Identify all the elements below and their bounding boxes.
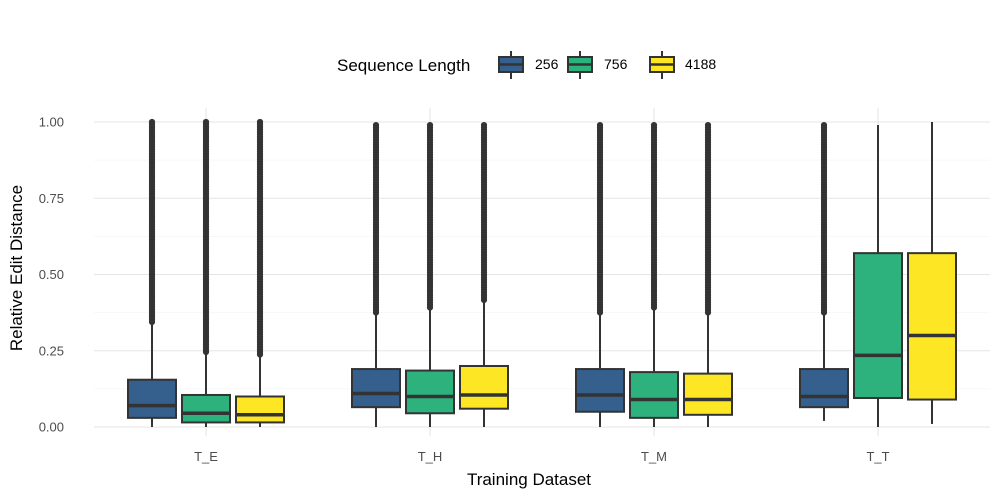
- box-T_E-256: [127, 118, 177, 427]
- box-T_T-756: [853, 125, 903, 427]
- box-iqr: [683, 372, 733, 416]
- x-axis-title: Training Dataset: [467, 470, 591, 489]
- outlier-points: [426, 121, 434, 311]
- legend: Sequence Length 256 756 4188: [337, 51, 716, 79]
- boxes: [127, 118, 957, 427]
- box-T_H-756: [405, 121, 455, 427]
- x-tick-label: T_H: [418, 449, 443, 464]
- box-T_E-756: [181, 118, 231, 427]
- y-axis-ticks: 0.00 0.25 0.50 0.75 1.00: [39, 115, 64, 435]
- outlier-points: [372, 121, 380, 316]
- box-iqr: [799, 368, 849, 409]
- y-tick-label: 0.25: [39, 343, 64, 358]
- box-iqr: [629, 371, 679, 419]
- legend-title: Sequence Length: [337, 56, 470, 75]
- box-iqr: [351, 368, 401, 409]
- box-T_H-4188: [459, 121, 509, 427]
- box-T_M-756: [629, 121, 679, 427]
- box-T_M-256: [575, 121, 625, 427]
- y-tick-label: 0.50: [39, 267, 64, 282]
- outlier-points: [596, 121, 604, 316]
- y-tick-label: 0.75: [39, 191, 64, 206]
- legend-label: 4188: [685, 56, 716, 72]
- box-T_H-256: [351, 121, 401, 427]
- box-iqr: [181, 393, 231, 424]
- box-T_E-4188: [235, 118, 285, 427]
- outlier-points: [704, 121, 712, 316]
- outlier-points: [820, 121, 828, 316]
- box-T_M-4188: [683, 121, 733, 427]
- box-T_T-256: [799, 121, 849, 421]
- box-T_T-4188: [907, 122, 957, 424]
- legend-key-4188: [649, 51, 675, 79]
- outlier-points: [480, 121, 488, 304]
- outlier-points: [650, 121, 658, 311]
- box-iqr: [405, 369, 455, 415]
- y-tick-label: 0.00: [39, 420, 64, 435]
- legend-label: 256: [535, 56, 559, 72]
- outlier-points: [202, 118, 210, 356]
- outlier-points: [148, 118, 156, 326]
- box-iqr: [907, 252, 957, 401]
- box-iqr: [575, 368, 625, 413]
- box-iqr: [459, 365, 509, 410]
- y-tick-label: 1.00: [39, 115, 64, 130]
- legend-key-256: [498, 51, 524, 79]
- box-iqr: [235, 395, 285, 424]
- x-tick-label: T_M: [641, 449, 667, 464]
- box-iqr: [127, 378, 177, 419]
- y-axis-title: Relative Edit Distance: [7, 185, 26, 351]
- box-iqr: [853, 252, 903, 400]
- x-tick-label: T_T: [866, 449, 889, 464]
- x-tick-label: T_E: [194, 449, 218, 464]
- x-axis-ticks: T_E T_H T_M T_T: [194, 449, 890, 464]
- outlier-points: [256, 118, 264, 358]
- legend-key-756: [567, 51, 593, 79]
- legend-label: 756: [604, 56, 628, 72]
